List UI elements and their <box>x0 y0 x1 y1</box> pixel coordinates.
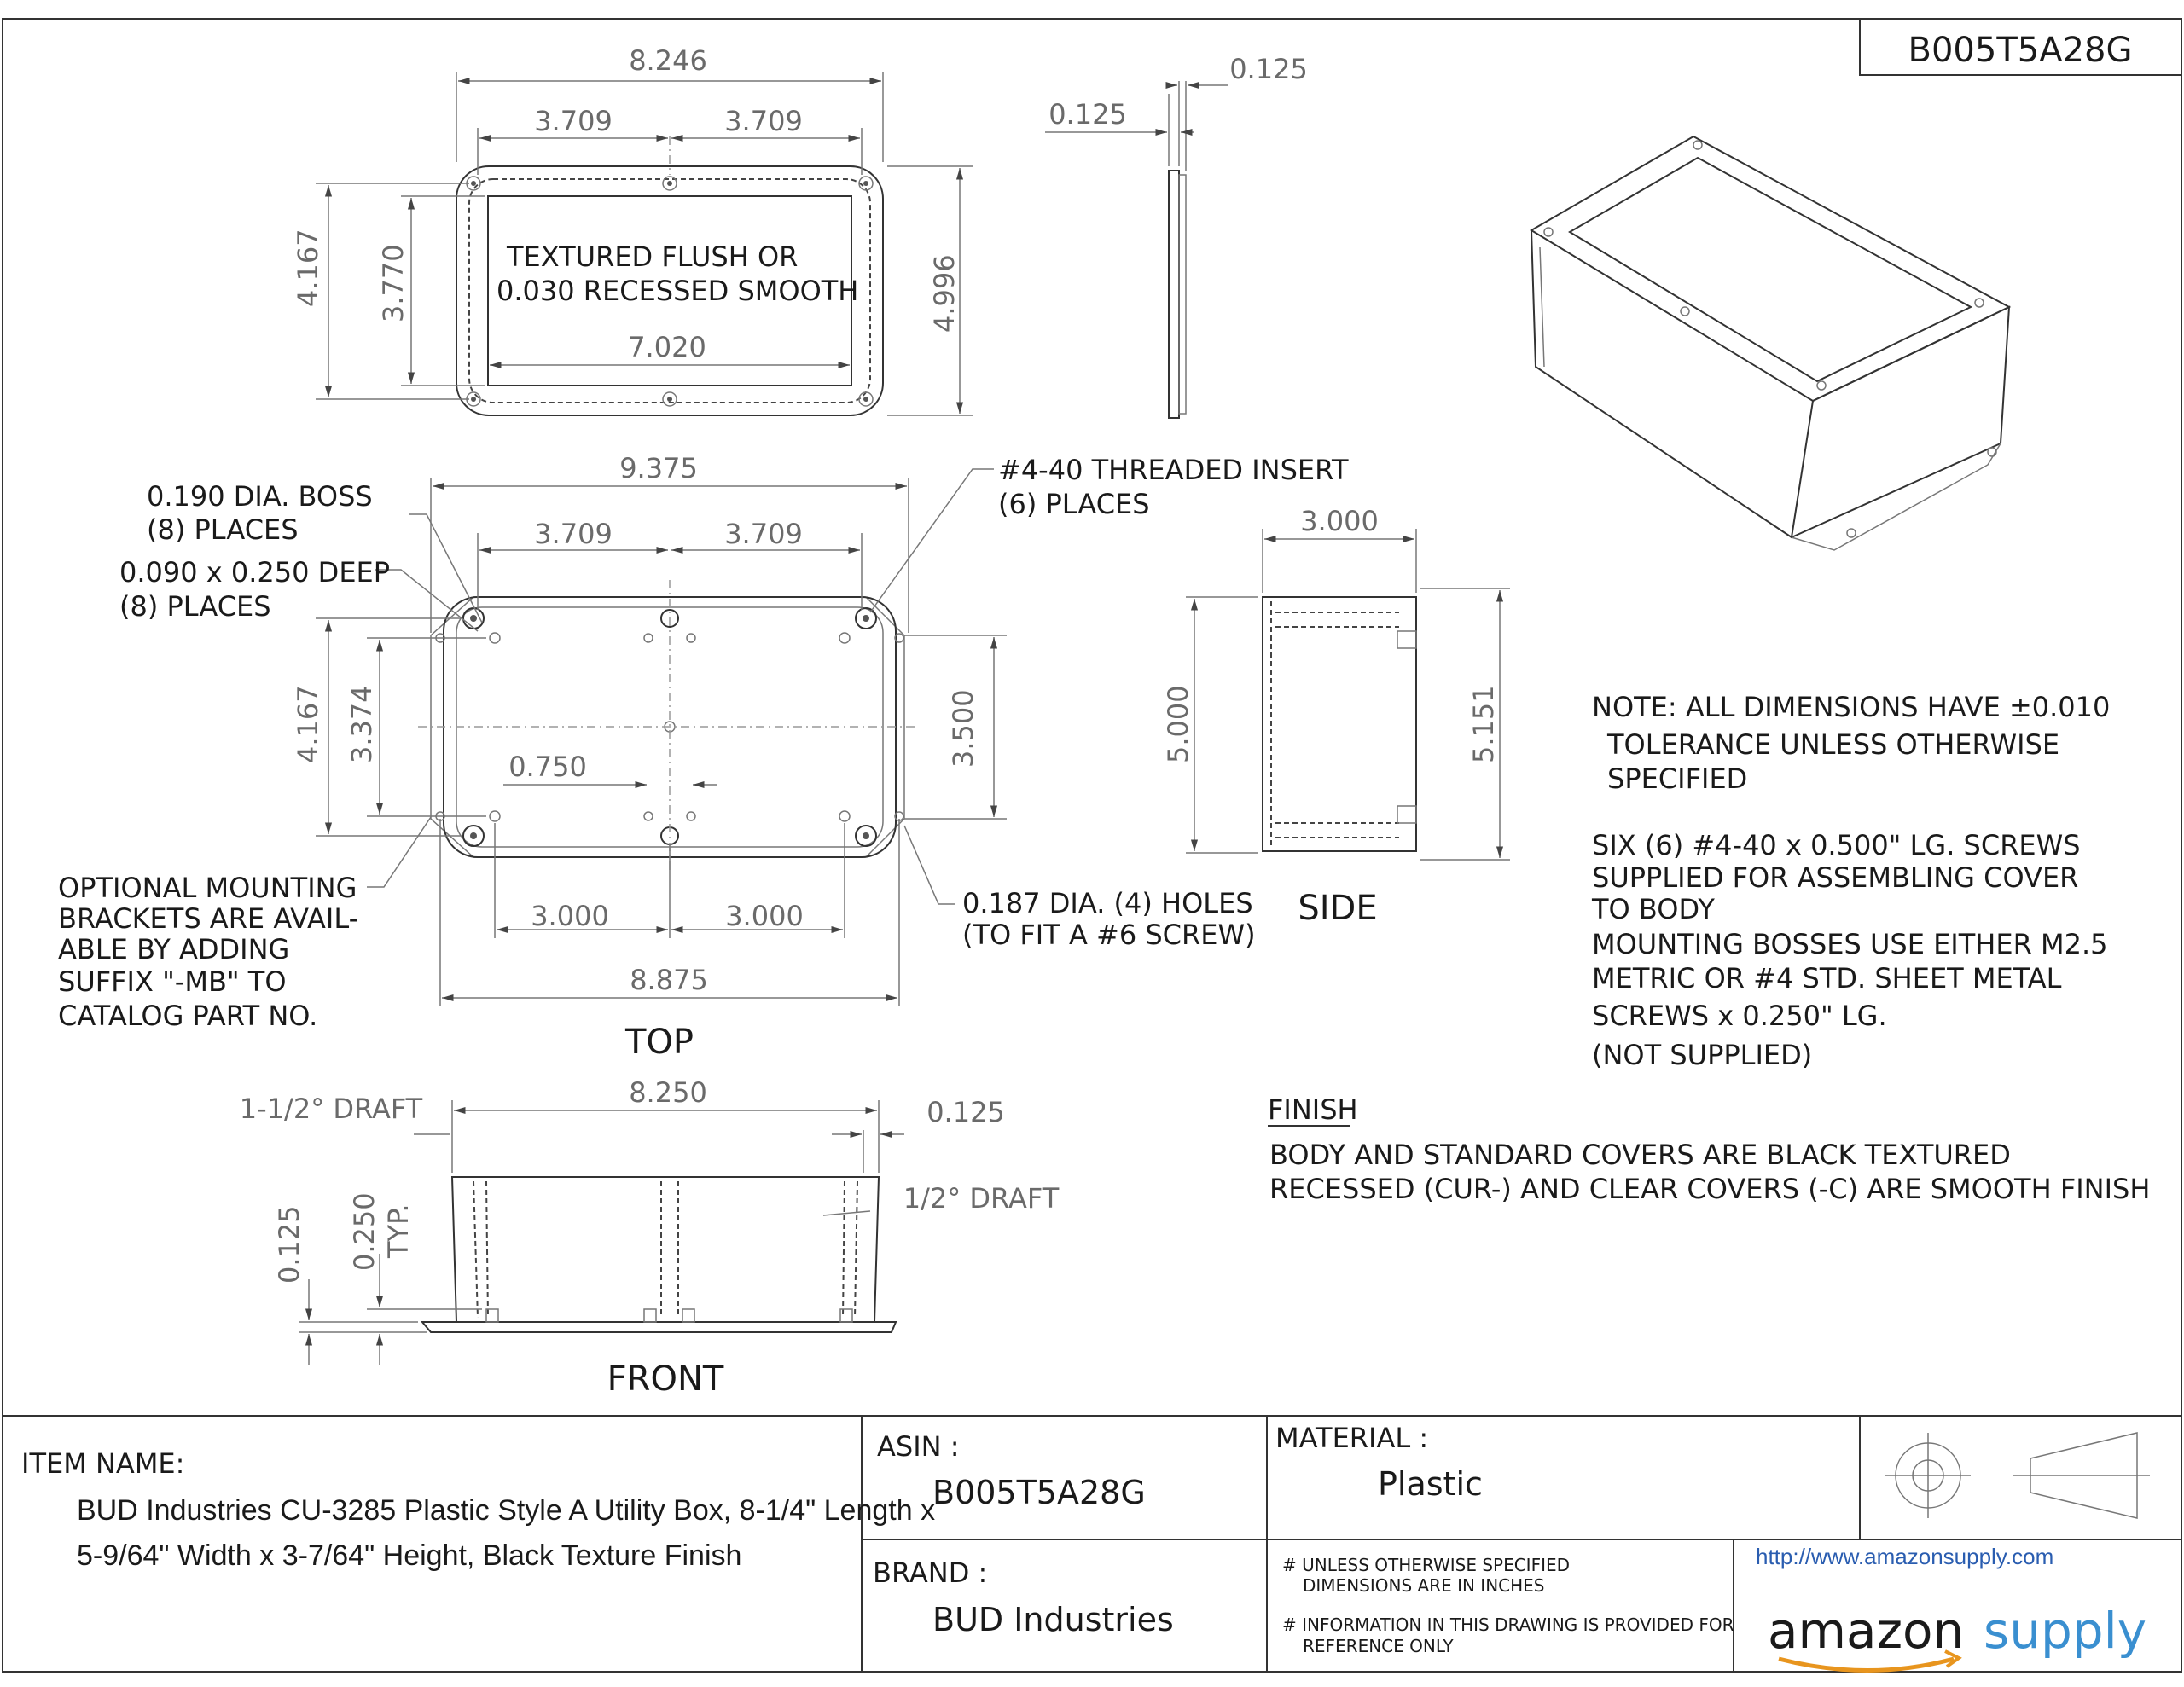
note-holes-2: (TO FIT A #6 SCREW) <box>962 919 1256 951</box>
material-value: Plastic <box>1378 1465 1483 1503</box>
dim-front-width: 8.250 <box>629 1076 707 1109</box>
note-unless-1: # UNLESS OTHERWISE SPECIFIED <box>1282 1555 1570 1575</box>
note-info-2: REFERENCE ONLY <box>1303 1636 1454 1656</box>
dim-top-half-right: 3.709 <box>724 518 803 550</box>
note-holes-1: 0.187 DIA. (4) HOLES <box>962 887 1253 919</box>
logo-arrow-icon <box>1944 1649 1962 1668</box>
dim-cover-height: 4.167 <box>292 229 324 307</box>
asin-value: B005T5A28G <box>932 1474 1146 1511</box>
note-bracket-1: OPTIONAL MOUNTING <box>58 872 357 904</box>
note-bosses-3: SCREWS x 0.250" LG. <box>1592 1000 1887 1032</box>
note-draft-left: 1-1/2° DRAFT <box>240 1093 423 1125</box>
dim-front-wall: 0.125 <box>926 1096 1005 1128</box>
note-cover-texture-1: TEXTURED FLUSH OR <box>506 241 798 273</box>
note-tolerance-3: SPECIFIED <box>1607 762 1747 795</box>
dim-top-height: 4.167 <box>292 685 324 763</box>
brand-value: BUD Industries <box>932 1601 1174 1638</box>
side-view: 3.000 5.000 5.151 <box>1162 505 1510 861</box>
dim-cover-outer-height: 4.996 <box>928 254 961 333</box>
dim-front-base: 0.125 <box>273 1205 305 1284</box>
note-cover-texture-2: 0.030 RECESSED SMOOTH <box>497 275 858 307</box>
logo-supply-text: supply <box>1984 1602 2146 1660</box>
amazonsupply-link[interactable]: http://www.amazonsupply.com <box>1756 1544 2053 1569</box>
dim-cover-inner-height: 3.770 <box>377 244 410 322</box>
sheet-border <box>2 18 2182 1673</box>
dim-cover-side-a: 0.125 <box>1048 98 1127 130</box>
dim-side-total-height: 5.151 <box>1467 685 1500 763</box>
dim-cover-inner-width: 7.020 <box>628 331 706 363</box>
dim-cover-half-right: 3.709 <box>724 105 803 137</box>
dim-top-bottom-right: 3.000 <box>725 900 804 932</box>
note-bracket-4: SUFFIX "-MB" TO <box>58 965 287 998</box>
finish-title: FINISH <box>1268 1093 1358 1126</box>
note-screws-3: TO BODY <box>1591 893 1715 925</box>
note-deep-2: (8) PLACES <box>119 590 271 623</box>
dim-top-base-width: 8.875 <box>630 964 708 996</box>
dim-cover-half-left: 3.709 <box>534 105 613 137</box>
note-tolerance-2: TOLERANCE UNLESS OTHERWISE <box>1606 728 2059 761</box>
dim-top-width: 9.375 <box>619 452 698 484</box>
note-bracket-2: BRACKETS ARE AVAIL- <box>58 902 358 935</box>
finish-line-2: RECESSED (CUR-) AND CLEAR COVERS (-C) AR… <box>1269 1173 2150 1205</box>
note-screws-2: SUPPLIED FOR ASSEMBLING COVER <box>1592 861 2078 894</box>
dim-top-bottom-left: 3.000 <box>531 900 609 932</box>
item-name-line-2: 5-9/64" Width x 3-7/64" Height, Black Te… <box>77 1539 741 1572</box>
dim-front-boss: 0.250 <box>348 1192 380 1271</box>
view-label-front: FRONT <box>607 1359 724 1399</box>
isometric-view <box>1530 135 2012 551</box>
part-id-box <box>1859 18 2182 76</box>
logo-smile-icon <box>1778 1656 1955 1673</box>
dim-cover-width: 8.246 <box>629 44 707 77</box>
dim-side-depth: 3.000 <box>1300 505 1379 537</box>
part-id: B005T5A28G <box>1908 31 2133 70</box>
view-label-top: TOP <box>624 1023 694 1062</box>
note-bosses-4: (NOT SUPPLIED) <box>1592 1039 1812 1071</box>
note-bracket-3: ABLE BY ADDING <box>58 933 289 965</box>
cover-view: 8.246 3.709 3.709 4.167 3.770 4.996 7.02… <box>292 44 973 416</box>
note-bosses-2: METRIC OR #4 STD. SHEET METAL <box>1592 962 2062 994</box>
note-boss-2: (8) PLACES <box>147 513 299 546</box>
asin-label: ASIN : <box>877 1430 960 1463</box>
brand-label: BRAND : <box>873 1557 987 1589</box>
dim-side-height: 5.000 <box>1162 685 1194 763</box>
note-bracket-5: CATALOG PART NO. <box>58 1000 317 1032</box>
note-screws-1: SIX (6) #4-40 x 0.500" LG. SCREWS <box>1592 829 2081 861</box>
note-info-1: # INFORMATION IN THIS DRAWING IS PROVIDE… <box>1282 1615 1734 1635</box>
note-unless-2: DIMENSIONS ARE IN INCHES <box>1303 1575 1545 1596</box>
dim-cover-side-b: 0.125 <box>1229 53 1308 85</box>
amazonsupply-logo: amazon supply <box>1768 1602 2146 1673</box>
title-block <box>3 1415 2181 1672</box>
material-label: MATERIAL : <box>1275 1422 1428 1454</box>
item-name-label: ITEM NAME: <box>21 1447 184 1480</box>
top-view: 9.375 3.709 3.709 4.167 3.374 3.500 0.75… <box>292 452 1007 1006</box>
note-insert-1: #4-40 THREADED INSERT <box>998 454 1349 486</box>
item-name-line-1: BUD Industries CU-3285 Plastic Style A U… <box>77 1494 935 1527</box>
logo-amazon-text: amazon <box>1768 1602 1964 1660</box>
dim-top-offset: 0.750 <box>508 751 587 783</box>
dim-top-hole-spacing: 3.500 <box>947 689 979 768</box>
dim-top-half-left: 3.709 <box>534 518 613 550</box>
dim-top-inner-height: 3.374 <box>346 685 378 763</box>
finish-line-1: BODY AND STANDARD COVERS ARE BLACK TEXTU… <box>1269 1139 2011 1171</box>
cover-side-view: 0.125 0.125 <box>1045 53 1308 419</box>
note-insert-2: (6) PLACES <box>998 488 1150 520</box>
front-view: 8.250 0.125 0.125 0.250 TYP. <box>273 1076 1005 1365</box>
note-draft-right: 1/2° DRAFT <box>903 1182 1060 1215</box>
view-label-side: SIDE <box>1298 889 1377 928</box>
note-tolerance-1: NOTE: ALL DIMENSIONS HAVE ±0.010 <box>1592 691 2110 723</box>
note-boss-1: 0.190 DIA. BOSS <box>147 480 373 513</box>
note-deep-1: 0.090 x 0.250 DEEP <box>119 556 390 588</box>
note-typ: TYP. <box>382 1203 415 1259</box>
note-bosses-1: MOUNTING BOSSES USE EITHER M2.5 <box>1592 928 2107 960</box>
